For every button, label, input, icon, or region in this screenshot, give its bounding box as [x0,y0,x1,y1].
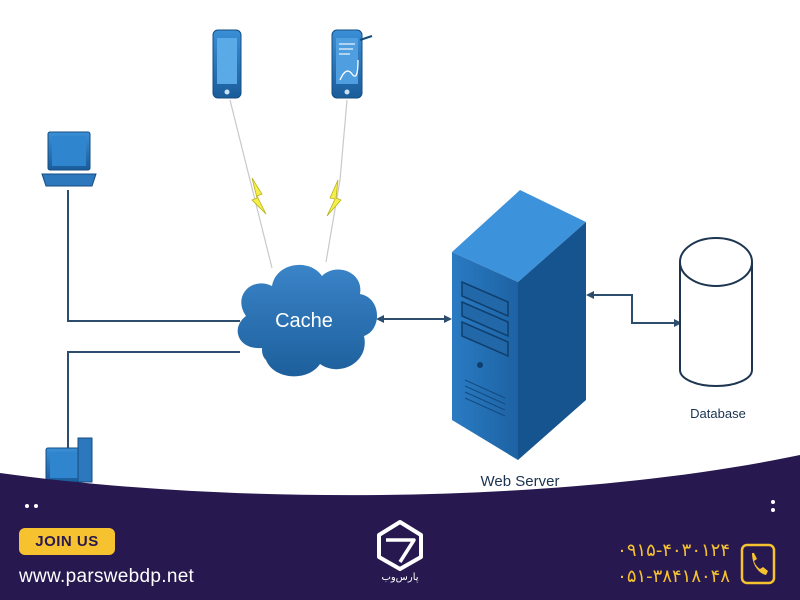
phone-icon [740,543,776,585]
website-url[interactable]: www.parswebdp.net [19,566,195,587]
laptop-connector [67,190,240,322]
connector-lines [67,190,678,475]
database-icon [679,237,753,387]
server-database-connector [590,294,678,324]
arrowheads [376,291,682,327]
brand-logo-icon [377,520,423,571]
desktop-connector [67,351,240,475]
phone-number-mobile[interactable]: ۰۹۱۵-۴۰۳۰۱۲۴ [617,540,730,561]
join-us-button[interactable]: JOIN US [19,528,115,555]
brand-name: پارس‌وب [381,572,419,583]
desktop-icon [45,437,93,483]
tablet-icon [331,29,373,99]
lightning-icon [251,177,342,217]
wireless-links [229,99,348,269]
smartphone-icon [212,29,242,99]
footer-band [0,455,800,600]
cloud-icon: Cache [237,264,378,377]
server-icon [452,190,586,460]
web-server-label: Web Server [481,473,560,490]
footer-dots-left [25,504,38,508]
laptop-icon [41,131,97,187]
cache-label: Cache [275,310,333,332]
phone-number-office[interactable]: ۰۵۱-۳۸۴۱۸۰۴۸ [617,566,730,587]
footer-dots-right [771,500,775,512]
database-label: Database [690,406,746,421]
